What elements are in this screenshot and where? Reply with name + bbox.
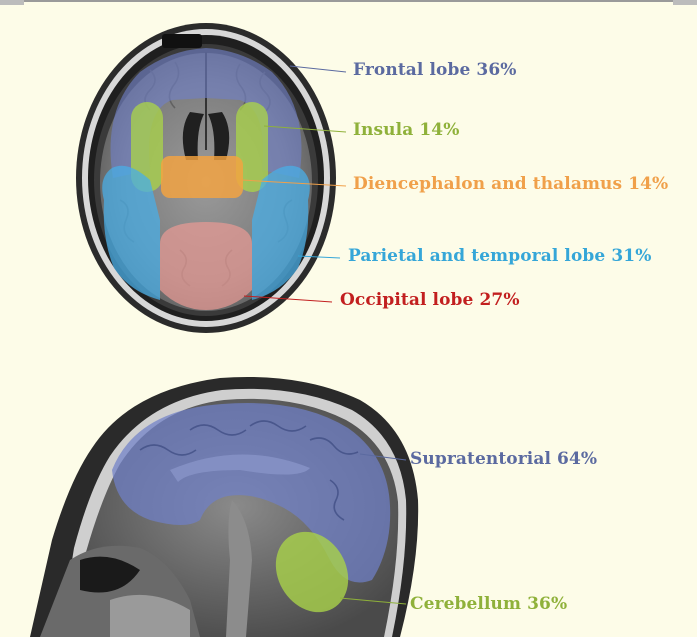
- label-supratentorial: Supratentorial 64%: [410, 449, 597, 469]
- label-occipital-lobe: Occipital lobe 27%: [340, 290, 520, 310]
- label-diencephalon-thalamus: Diencephalon and thalamus 14%: [353, 174, 668, 194]
- label-frontal-lobe: Frontal lobe 36%: [353, 60, 517, 80]
- axial-diencephalon-overlay: [161, 156, 243, 198]
- axial-occipital-overlay: [160, 222, 252, 310]
- sagittal-mri-slice: [30, 377, 418, 637]
- label-parietal-temporal-lobe: Parietal and temporal lobe 31%: [348, 246, 651, 266]
- axial-frontal-sinus: [162, 34, 202, 48]
- label-cerebellum: Cerebellum 36%: [410, 594, 567, 614]
- axial-mri-slice: [76, 23, 346, 333]
- label-insula: Insula 14%: [353, 120, 459, 140]
